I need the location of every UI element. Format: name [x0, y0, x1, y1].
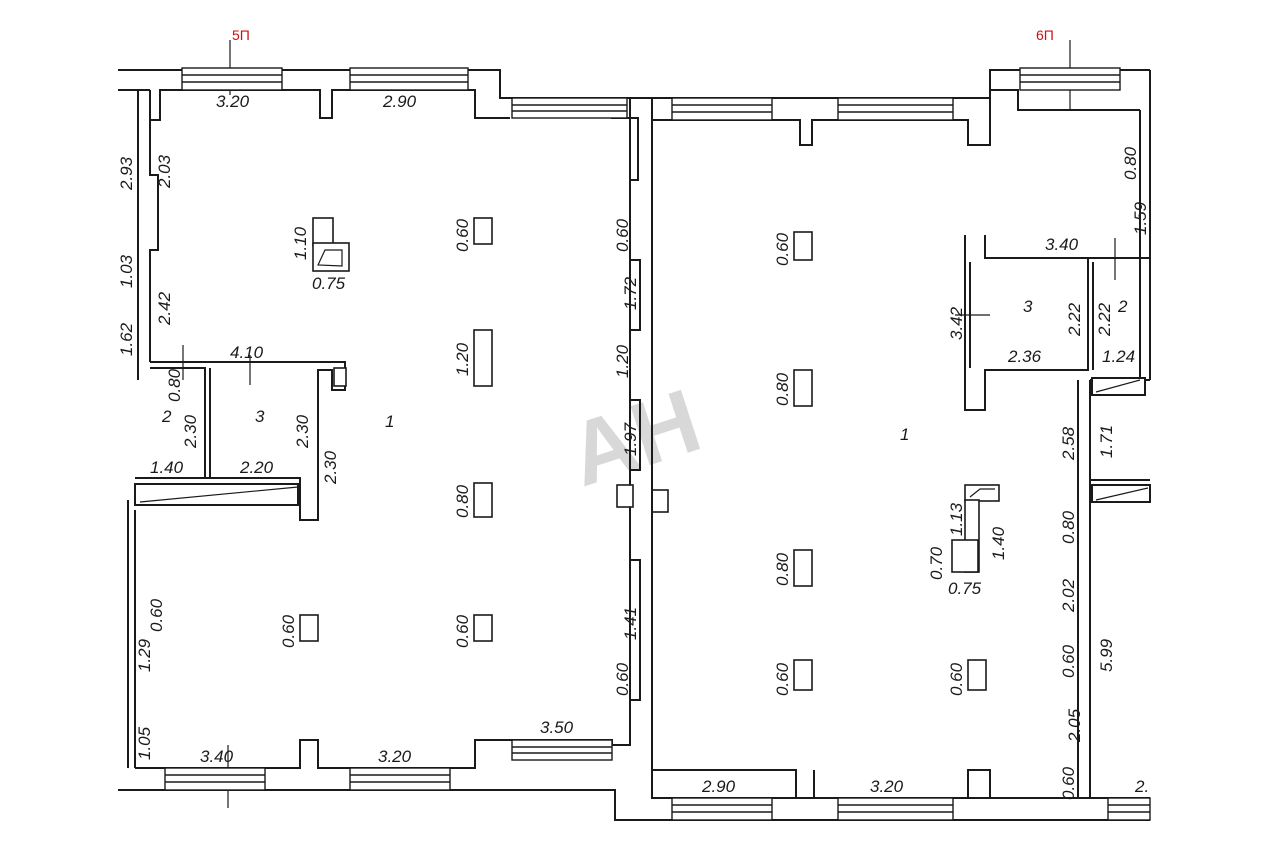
- dim-label: 1.97: [621, 422, 640, 456]
- column-left-3: [473, 482, 493, 518]
- room-label-left-3: 3: [255, 407, 265, 426]
- dim-label: 0.60: [613, 218, 632, 252]
- dim-label: 2.90: [701, 777, 736, 796]
- dim-label: 2.36: [1007, 347, 1042, 366]
- dim-label: 2.05: [1065, 708, 1084, 743]
- dim-label: 1.20: [613, 344, 632, 378]
- window-top-left-2: [349, 67, 469, 91]
- window-top-left-1: [181, 67, 283, 91]
- dim-label: 1.41: [621, 607, 640, 640]
- dim-label: 2.22: [1095, 302, 1114, 337]
- dim-label: 3.42: [947, 306, 966, 340]
- column-left-1: [473, 217, 493, 245]
- pillar-mid-left: [616, 484, 634, 508]
- dim-label: 0.80: [773, 372, 792, 406]
- dim-label: 0.80: [773, 552, 792, 586]
- dim-label: 0.60: [1059, 644, 1078, 678]
- left-partitions: [134, 345, 347, 521]
- dim-label: 1.72: [621, 276, 640, 310]
- room-label-right-main: 1: [900, 425, 909, 444]
- dim-label: 0.60: [1059, 766, 1078, 800]
- room-label-left-main: 1: [385, 412, 394, 431]
- dim-label: 0.60: [947, 662, 966, 696]
- room-label-right-3: 3: [1023, 297, 1033, 316]
- column-right-5: [967, 659, 987, 691]
- window-bottom-right-2: [837, 797, 954, 821]
- dim-label: 1.40: [150, 458, 184, 477]
- dim-label: 0.80: [165, 368, 184, 402]
- dim-label: 0.70: [927, 546, 946, 580]
- dim-label: 0.75: [948, 579, 982, 598]
- dim-label: 2.93: [117, 156, 136, 191]
- dim-label: 0.60: [773, 662, 792, 696]
- dim-label: 1.40: [989, 526, 1008, 560]
- dim-label: 0.60: [453, 614, 472, 648]
- dim-label: 2.30: [293, 414, 312, 449]
- column-left-2: [473, 329, 493, 387]
- window-top-left-3: [511, 97, 628, 119]
- dim-label: 1.62: [117, 322, 136, 356]
- pillar-mid-right: [651, 489, 669, 513]
- dim-label: 3.40: [1045, 235, 1079, 254]
- column-right-1: [793, 231, 813, 261]
- dim-label: 0.80: [1059, 510, 1078, 544]
- axis-label-right: 6П: [1036, 27, 1054, 43]
- dim-label: 0.80: [453, 484, 472, 518]
- dim-label: 4.10: [230, 343, 264, 362]
- dim-label: 2.22: [1065, 302, 1084, 337]
- dim-label: 2.: [1134, 777, 1149, 796]
- dim-label: 0.60: [453, 218, 472, 252]
- column-right-2: [793, 369, 813, 407]
- column-right-4: [793, 659, 813, 691]
- dim-label: 2.90: [382, 92, 417, 111]
- dim-label: 2.30: [321, 450, 340, 485]
- dim-label: 5.99: [1097, 638, 1116, 672]
- right-partitions: [955, 235, 1151, 503]
- vent-shaft-right: [951, 484, 1000, 573]
- dim-label: 1.29: [135, 638, 154, 672]
- column-left-5: [473, 614, 493, 642]
- dim-label: 3.40: [200, 747, 234, 766]
- window-bottom-left-3: [511, 739, 613, 761]
- dim-label: 1.20: [453, 342, 472, 376]
- room-label-left-2: 2: [161, 407, 172, 426]
- dim-label: 1.24: [1102, 347, 1135, 366]
- dim-label: 0.60: [147, 598, 166, 632]
- dim-label: 0.60: [613, 662, 632, 696]
- dim-label: 2.30: [181, 414, 200, 449]
- dim-label: 1.05: [135, 726, 154, 760]
- window-bottom-right-1: [671, 797, 773, 821]
- window-bottom-left-1: [164, 767, 266, 791]
- window-top-right-2: [837, 97, 954, 121]
- window-bottom-left-2: [349, 767, 451, 791]
- dim-label: 1.71: [1097, 425, 1116, 458]
- dim-label: 1.59: [1131, 201, 1150, 235]
- dim-label: 0.80: [1121, 146, 1140, 180]
- room-label-right-2: 2: [1117, 297, 1128, 316]
- dim-label: 3.20: [216, 92, 250, 111]
- dim-label: 3.20: [378, 747, 412, 766]
- dim-label: 3.20: [870, 777, 904, 796]
- axis-label-left: 5П: [232, 27, 250, 43]
- dim-label: 1.13: [947, 502, 966, 536]
- dim-label: 1.03: [117, 254, 136, 288]
- dim-label: 2.58: [1059, 426, 1078, 461]
- column-right-3: [793, 549, 813, 587]
- dim-label: 0.60: [279, 614, 298, 648]
- dim-label: 3.50: [540, 718, 574, 737]
- window-top-right-1: [671, 97, 773, 121]
- window-top-right-3: [1019, 67, 1121, 91]
- dim-label: 2.20: [239, 458, 274, 477]
- dim-label: 2.42: [155, 291, 174, 326]
- dim-label: 0.75: [312, 274, 346, 293]
- dim-label: 0.60: [773, 232, 792, 266]
- column-left-4: [299, 614, 319, 642]
- dim-label: 1.10: [291, 226, 310, 260]
- window-bottom-right-3: [1107, 797, 1151, 821]
- dim-label: 2.02: [1059, 578, 1078, 613]
- vent-shaft-left: [312, 217, 350, 272]
- dim-label: 2.03: [155, 154, 174, 189]
